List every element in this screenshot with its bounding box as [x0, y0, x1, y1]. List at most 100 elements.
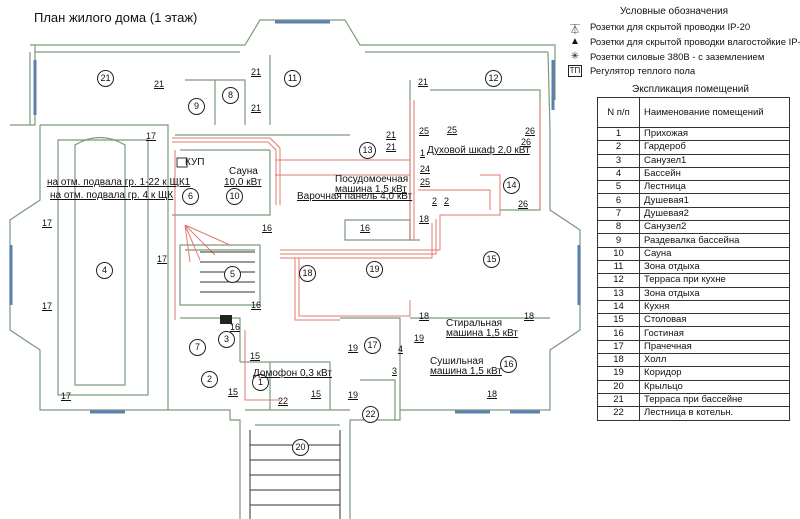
outlet-label: 16: [360, 223, 371, 233]
annotation-hob: Варочная панель 4,0 кВт: [297, 191, 413, 202]
room-number: 1: [597, 126, 640, 142]
room-number-marker: 8: [222, 87, 239, 104]
room-number-marker: 18: [299, 265, 316, 282]
room-name: Раздевалка бассейна: [639, 233, 790, 248]
outlet-label: 19: [414, 333, 425, 343]
room-number-marker: 20: [292, 439, 309, 456]
legend-item: ✳Розетки силовые 380В - с заземлением: [571, 51, 765, 63]
header-name: Наименование помещений: [639, 97, 790, 128]
wiring: [172, 100, 541, 401]
annotation-wash2: машина 1,5 кВт: [446, 328, 518, 339]
outlet-label: 22: [278, 396, 289, 406]
legend-label: Регулятор теплого пола: [590, 66, 696, 77]
room-name: Столовая: [639, 313, 790, 328]
header-number: N п/п: [597, 97, 640, 128]
room-name: Душевая2: [639, 206, 790, 222]
room-number-marker: 21: [97, 70, 114, 87]
room-name: Бассейн: [639, 166, 790, 182]
outlet-ip20-icon: ⏄: [570, 25, 580, 36]
room-number-marker: 11: [284, 70, 301, 87]
outlet-label: 21: [251, 67, 262, 77]
room-number-marker: 4: [96, 262, 113, 279]
outlet-label: 4: [398, 344, 404, 354]
room-number: 10: [597, 246, 640, 261]
floor-heating-regulator-icon: [220, 315, 232, 324]
legend-label: Розетки для скрытой проводки влагостойки…: [590, 37, 800, 48]
outlet-label: 26: [525, 126, 536, 136]
room-number: 20: [597, 379, 640, 394]
room-number: 22: [597, 406, 640, 421]
windows: [9, 20, 581, 414]
room-name: Лестница в котельн.: [639, 406, 790, 421]
legend-item: ⏄ Розетки для скрытой проводки IP-20: [570, 22, 751, 36]
outlet-label: 16: [251, 300, 262, 310]
room-number-marker: 16: [500, 356, 517, 373]
room-number: 4: [597, 166, 640, 182]
room-number: 7: [597, 206, 640, 222]
legend-label: Розетки для скрытой проводки IP-20: [590, 22, 751, 33]
room-number: 13: [597, 286, 640, 301]
room-number-marker: 12: [485, 70, 502, 87]
outlet-ip44-icon: ▲: [570, 36, 580, 47]
kup-box-icon: [176, 157, 188, 168]
outlet-label: 1: [420, 148, 426, 158]
room-number-marker: 13: [359, 142, 376, 159]
outlet-label: 21: [386, 142, 397, 152]
annotation-wash1: Стиральная: [446, 318, 503, 329]
outlet-label: 15: [250, 351, 261, 361]
outlet-label: 18: [487, 389, 498, 399]
room-name: Гардероб: [639, 140, 790, 155]
outlet-label: 15: [228, 387, 239, 397]
outlet-label: 25: [419, 126, 430, 136]
outlet-label: 16: [262, 223, 273, 233]
room-number: 2: [597, 140, 640, 155]
outlet-label: 17: [157, 254, 168, 264]
room-number-marker: 3: [218, 331, 235, 348]
room-number-marker: 9: [188, 98, 205, 115]
outlet-label: 21: [154, 79, 165, 89]
room-number-marker: 17: [364, 337, 381, 354]
room-number: 17: [597, 339, 640, 355]
annotation-sauna2: 10,0 кВт: [224, 177, 262, 188]
legend-item: ▲ Розетки для скрытой проводки влагостойк…: [570, 36, 800, 48]
outlet-label: 17: [61, 391, 72, 401]
room-name: Душевая1: [639, 193, 790, 208]
outlet-label: 24: [420, 164, 431, 174]
room-number: 5: [597, 180, 640, 195]
annotation-basement1: на отм. подвала гр. 1-22 к ЩК1: [47, 177, 191, 188]
outlet-label: 3: [392, 366, 398, 376]
room-number: 6: [597, 193, 640, 208]
annotation-sauna1: Сауна: [229, 166, 258, 177]
room-number-marker: 1: [252, 374, 269, 391]
room-name: Санузел1: [639, 153, 790, 168]
legend-title: Условные обозначения: [620, 6, 729, 17]
room-name: Зона отдыха: [639, 259, 790, 275]
room-number: 14: [597, 299, 640, 315]
outlet-label: 21: [418, 77, 429, 87]
outlet-label: 15: [311, 389, 322, 399]
room-number: 9: [597, 233, 640, 248]
room-name: Холл: [639, 353, 790, 368]
room-name: Крыльцо: [639, 379, 790, 394]
room-name: Прихожая: [639, 126, 790, 142]
room-number-marker: 19: [366, 261, 383, 278]
annotation-dry2: машина 1,5 кВт: [430, 366, 502, 377]
room-number: 16: [597, 326, 640, 341]
legend-label: Розетки силовые 380В - с заземлением: [590, 52, 765, 63]
